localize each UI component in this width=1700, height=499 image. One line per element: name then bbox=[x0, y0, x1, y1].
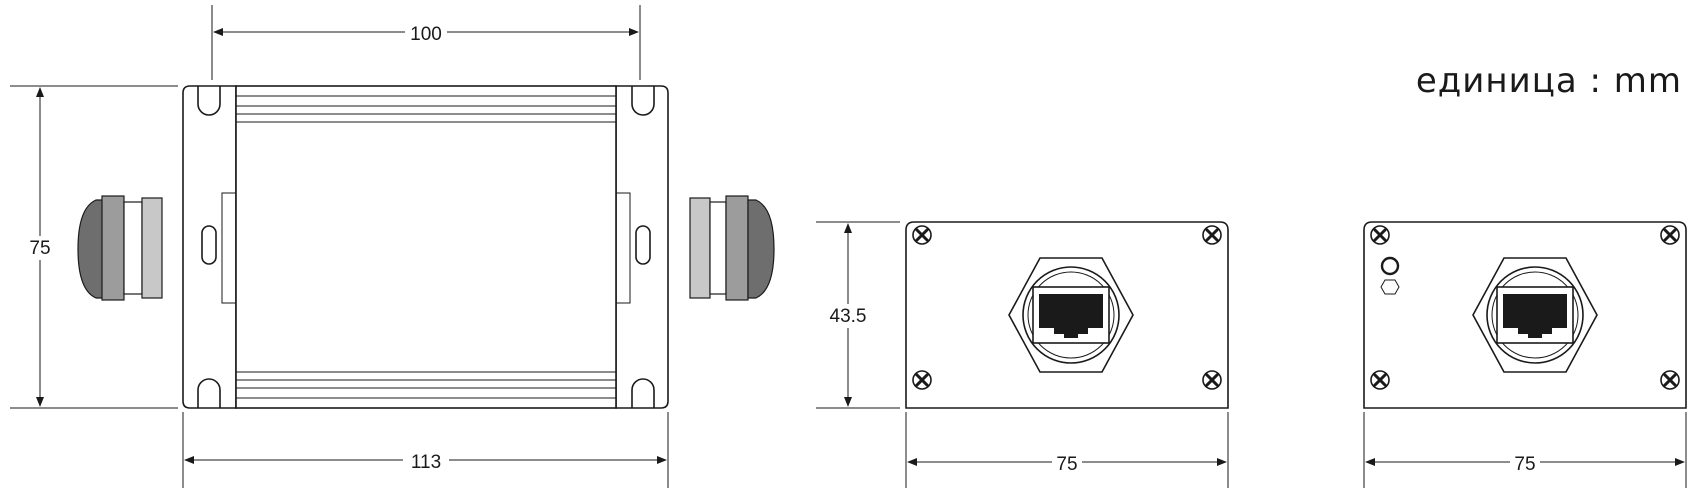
led-icon bbox=[1380, 256, 1400, 295]
dim-height: 75 bbox=[29, 238, 50, 259]
left-cable-gland bbox=[77, 195, 163, 301]
screw-icon bbox=[1660, 370, 1680, 390]
screw-icon bbox=[1660, 225, 1680, 245]
right-cable-gland bbox=[689, 195, 775, 301]
side-view-left: 43.5 75 bbox=[816, 221, 1229, 488]
screw-icon bbox=[1370, 370, 1390, 390]
left-flange bbox=[182, 85, 239, 409]
rj45-port-icon bbox=[1008, 257, 1134, 373]
screw-icon bbox=[912, 370, 932, 390]
dim-width-inner: 100 bbox=[410, 24, 442, 45]
unit-label: единица : mm bbox=[1416, 61, 1682, 101]
right-flange bbox=[613, 85, 669, 409]
dim-side-right-width: 75 bbox=[1514, 454, 1535, 475]
screw-icon bbox=[1370, 225, 1390, 245]
top-view: 100 75 113 bbox=[10, 5, 775, 488]
rj45-port-icon bbox=[1472, 257, 1598, 373]
dim-width-outer: 113 bbox=[411, 452, 441, 473]
side-view-right: 75 bbox=[1363, 221, 1687, 488]
screw-icon bbox=[912, 225, 932, 245]
screw-icon bbox=[1202, 370, 1222, 390]
dim-side-height: 43.5 bbox=[830, 306, 867, 327]
housing bbox=[235, 85, 617, 409]
screw-icon bbox=[1202, 225, 1222, 245]
dim-side-left-width: 75 bbox=[1056, 454, 1077, 475]
